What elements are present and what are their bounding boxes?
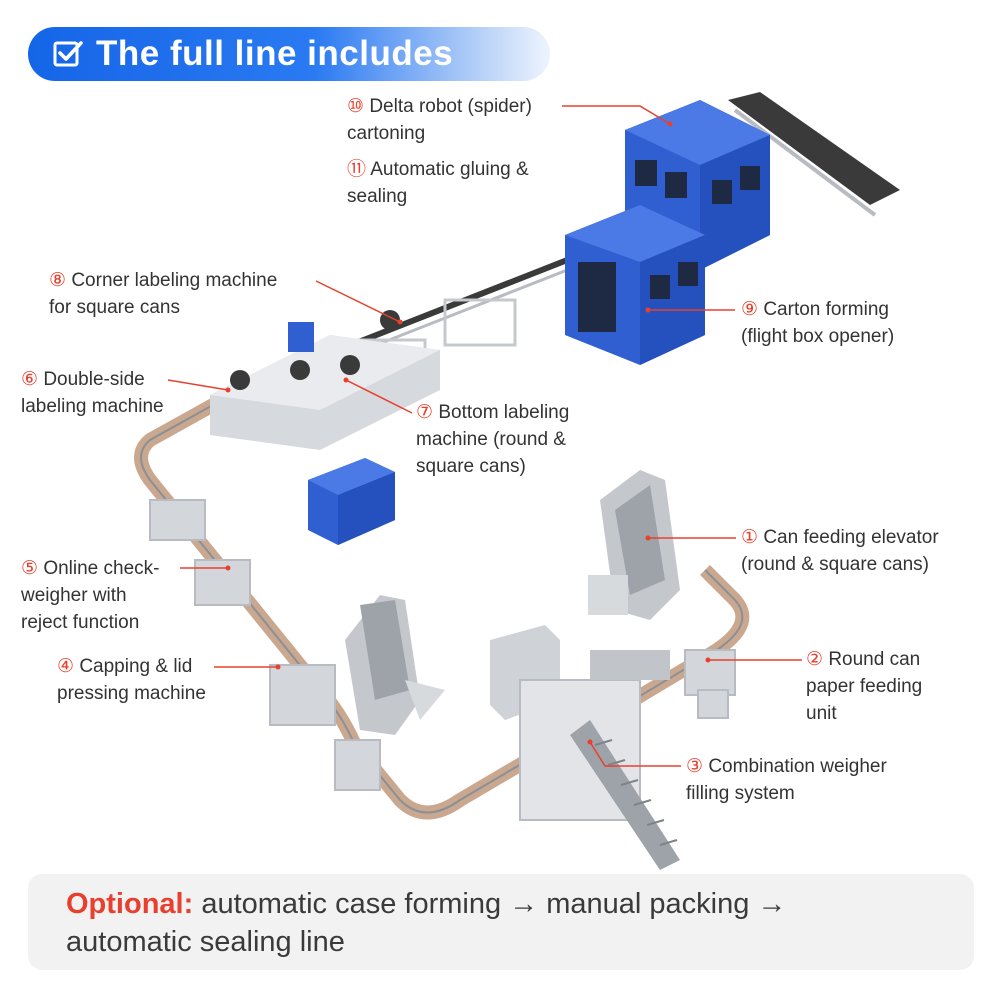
callout-text: (round & square cans) xyxy=(741,554,929,575)
callout-number: ⑩ xyxy=(347,96,365,117)
callout-text: cartoning xyxy=(347,123,426,144)
callout-round-can-paper-feeding: ② Round can paper feeding unit xyxy=(806,646,922,727)
page-title: The full line includes xyxy=(96,34,454,73)
leader-lines xyxy=(167,105,802,767)
callout-number: ⑦ xyxy=(416,402,434,423)
labeling-machines xyxy=(210,310,440,450)
callout-text: (flight box opener) xyxy=(741,326,895,347)
callout-number: ⑤ xyxy=(21,558,39,579)
callout-text: weigher with xyxy=(21,585,127,606)
callout-text: square cans) xyxy=(416,456,526,477)
callout-text: labeling machine xyxy=(21,396,164,417)
callout-text: for square cans xyxy=(49,297,180,318)
electrical-cabinet xyxy=(308,458,395,545)
callout-text: Corner labeling machine xyxy=(71,270,278,291)
callout-text: pressing machine xyxy=(57,683,206,704)
optional-text-line1: automatic case forming → manual packing … xyxy=(193,888,787,920)
callout-bottom-labeling: ⑦ Bottom labeling machine (round & squar… xyxy=(416,399,569,480)
header-banner: The full line includes xyxy=(28,27,550,81)
callout-number: ⑥ xyxy=(21,369,39,390)
callout-text: Delta robot (spider) xyxy=(369,96,532,117)
callout-text: Combination weigher xyxy=(708,756,887,777)
carton-forming-machine xyxy=(565,205,705,365)
callout-text: Online check- xyxy=(43,558,160,579)
callout-number: ⑧ xyxy=(49,270,67,291)
optional-note: Optional: automatic case forming → manua… xyxy=(28,874,974,970)
optional-label: Optional: xyxy=(66,888,194,920)
left-elevator xyxy=(345,595,445,735)
callout-text: paper feeding xyxy=(806,676,923,697)
callout-corner-labeling: ⑧ Corner labeling machine for square can… xyxy=(49,267,277,321)
callout-text: Can feeding elevator xyxy=(763,527,939,548)
callout-text: Round can xyxy=(828,649,921,670)
callout-number: ③ xyxy=(686,756,704,777)
callout-text: machine (round & xyxy=(416,429,566,450)
callout-gluing-sealing: ⑪ Automatic gluing & sealing xyxy=(347,156,529,210)
callout-text: Automatic gluing & xyxy=(370,159,529,180)
conveyor-loop-edge xyxy=(140,399,744,814)
callout-carton-forming: ⑨ Carton forming (flight box opener) xyxy=(741,296,894,350)
combination-weigher xyxy=(490,625,680,870)
output-conveyor xyxy=(728,92,900,205)
checkweigher-capping xyxy=(149,499,381,791)
checkbox-check-icon xyxy=(53,41,83,67)
callout-text: Bottom labeling xyxy=(438,402,570,423)
callout-online-checkweigher: ⑤ Online check- weigher with reject func… xyxy=(21,555,160,636)
callout-capping-lid-pressing: ④ Capping & lid pressing machine xyxy=(57,653,206,707)
callout-text: filling system xyxy=(686,783,795,804)
leader-dots xyxy=(225,121,711,745)
callout-text: sealing xyxy=(347,186,408,207)
callout-text: Capping & lid xyxy=(79,656,193,677)
callout-can-feeding-elevator: ① Can feeding elevator (round & square c… xyxy=(741,524,939,578)
paper-feeding-unit-machine xyxy=(684,649,736,719)
callout-text: Carton forming xyxy=(763,299,889,320)
callout-number: ④ xyxy=(57,656,75,677)
callout-combination-weigher: ③ Combination weigher filling system xyxy=(686,753,887,807)
callout-delta-robot: ⑩ Delta robot (spider) cartoning xyxy=(347,93,532,147)
can-feeding-elevator-machine xyxy=(588,470,680,620)
output-conveyor-frame xyxy=(733,108,877,217)
callout-number: ① xyxy=(741,527,759,548)
callout-text: unit xyxy=(806,703,837,724)
optional-text-line2: automatic sealing line xyxy=(66,926,345,958)
callout-double-side-labeling: ⑥ Double-side labeling machine xyxy=(21,366,164,420)
callout-text: reject function xyxy=(21,612,140,633)
callout-number: ② xyxy=(806,649,824,670)
callout-number: ⑨ xyxy=(741,299,759,320)
callout-number: ⑪ xyxy=(347,159,367,180)
callout-text: Double-side xyxy=(43,369,145,390)
